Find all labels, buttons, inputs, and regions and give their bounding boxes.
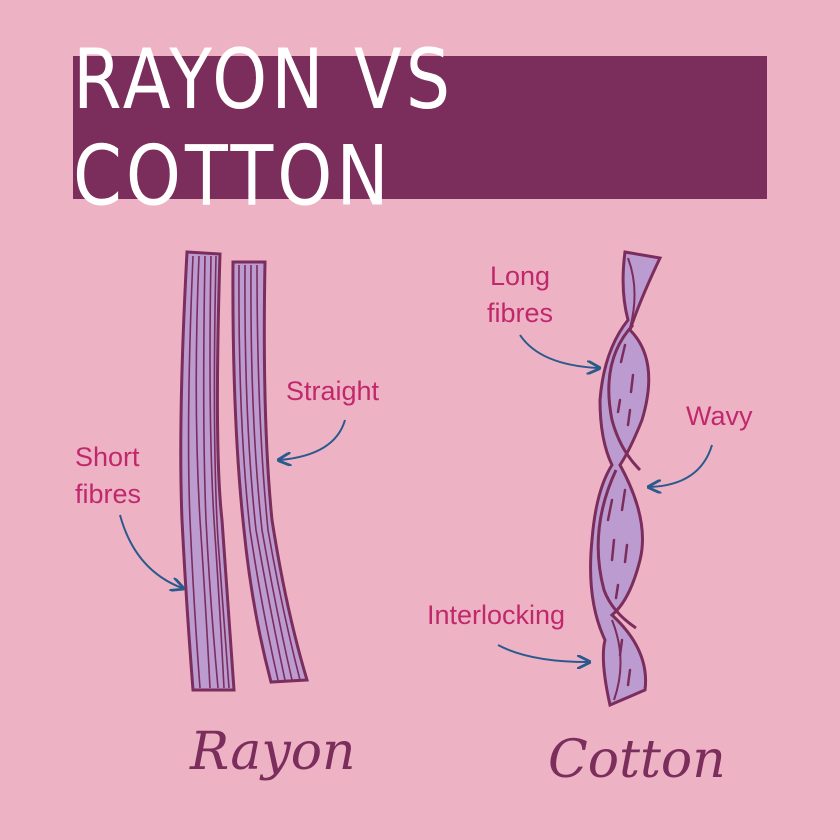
title-banner: RAYON VS COTTON xyxy=(73,31,767,224)
label-long-fibres-line1: Long xyxy=(490,261,551,291)
rayon-caption: Rayon xyxy=(190,722,356,782)
label-straight: Straight xyxy=(286,376,380,406)
arrow-straight xyxy=(280,419,346,460)
label-short-fibres-line1: Short xyxy=(75,442,140,472)
page-title: RAYON VS COTTON xyxy=(73,30,455,225)
arrow-wavy xyxy=(650,444,713,487)
cotton-fibre xyxy=(589,250,663,708)
label-short-fibres-line2: fibres xyxy=(75,479,142,509)
rayon-fibre-right xyxy=(231,260,309,684)
arrow-long-fibres xyxy=(519,334,598,368)
label-interlocking: Interlocking xyxy=(427,600,566,630)
cotton-caption: Cotton xyxy=(548,730,726,790)
label-wavy: Wavy xyxy=(686,401,753,431)
label-long-fibres-line2: fibres xyxy=(487,298,554,328)
arrow-interlocking xyxy=(497,644,588,662)
rayon-fibre-left xyxy=(179,250,236,692)
arrow-short-fibres xyxy=(119,514,182,588)
